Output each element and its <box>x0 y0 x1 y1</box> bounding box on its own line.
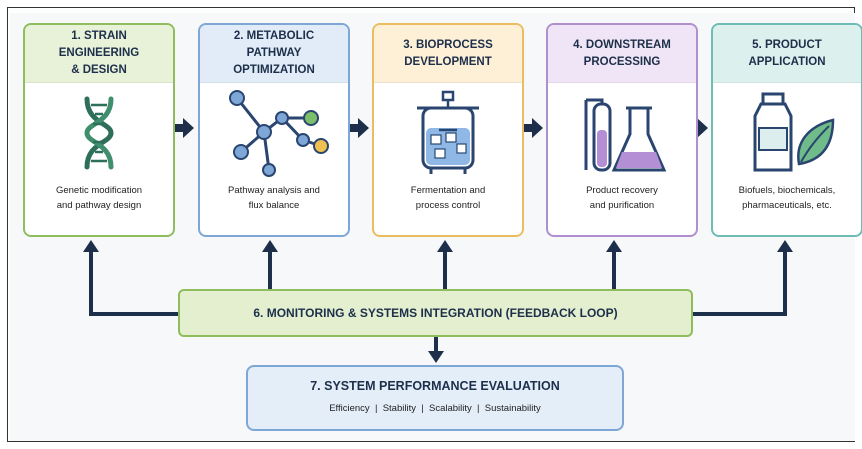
column-and-flask-icon <box>584 98 667 172</box>
bioreactor-icon <box>417 90 479 174</box>
feedback-line-1 <box>89 250 178 316</box>
stage-card-downstream: 4. DOWNSTREAM PROCESSING Product recover… <box>546 23 698 237</box>
feedback-arrowhead-2 <box>262 240 278 252</box>
feedback-arrowhead-5 <box>777 240 793 252</box>
evaluation-title: 7. SYSTEM PERFORMANCE EVALUATION <box>310 379 560 393</box>
stage-title: 1. STRAIN ENGINEERING & DESIGN <box>25 25 173 83</box>
evaluation-metrics: Efficiency | Stability | Scalability | S… <box>329 403 541 414</box>
feedback-line-5 <box>693 250 787 316</box>
performance-evaluation-box: 7. SYSTEM PERFORMANCE EVALUATION Efficie… <box>246 365 624 431</box>
stage-description: Genetic modification and pathway design <box>55 185 143 211</box>
feedback-arrowhead-3 <box>437 240 453 252</box>
bottle-and-leaf-icon <box>753 92 835 172</box>
stage-description: Fermentation and process control <box>410 185 486 211</box>
flow-arrow-2-3 <box>347 118 369 138</box>
stage-card-strain-engineering: 1. STRAIN ENGINEERING & DESIGN Genetic m… <box>23 23 175 237</box>
monitoring-title: 6. MONITORING & SYSTEMS INTEGRATION (FEE… <box>253 306 618 320</box>
stage-description: Pathway analysis and flux balance <box>228 185 320 211</box>
stage-description: Product recovery and purification <box>586 185 658 211</box>
flow-arrow-4-5 <box>695 118 708 138</box>
stage-card-metabolic-pathway: 2. METABOLIC PATHWAY OPTIMIZATION Pathwa… <box>198 23 350 237</box>
evaluation-arrowhead <box>428 351 444 363</box>
flow-arrow-3-4 <box>521 118 543 138</box>
stage-title: 2. METABOLIC PATHWAY OPTIMIZATION <box>200 25 348 83</box>
stage-description: Biofuels, biochemicals, pharmaceuticals,… <box>738 185 836 211</box>
feedback-arrowhead-1 <box>83 240 99 252</box>
dna-icon <box>84 96 114 170</box>
stage-title: 3. BIOPROCESS DEVELOPMENT <box>374 25 522 83</box>
stage-title: 4. DOWNSTREAM PROCESSING <box>548 25 696 83</box>
feedback-arrowhead-4 <box>606 240 622 252</box>
stage-card-bioprocess: 3. BIOPROCESS DEVELOPMENT Fermentation a… <box>372 23 524 237</box>
metabolic-network-icon <box>229 90 329 177</box>
stage-card-product-application: 5. PRODUCT APPLICATION Biofuels, biochem… <box>711 23 862 237</box>
monitoring-feedback-box: 6. MONITORING & SYSTEMS INTEGRATION (FEE… <box>178 289 693 337</box>
stage-title: 5. PRODUCT APPLICATION <box>713 25 861 83</box>
flow-arrow-1-2 <box>173 118 194 138</box>
